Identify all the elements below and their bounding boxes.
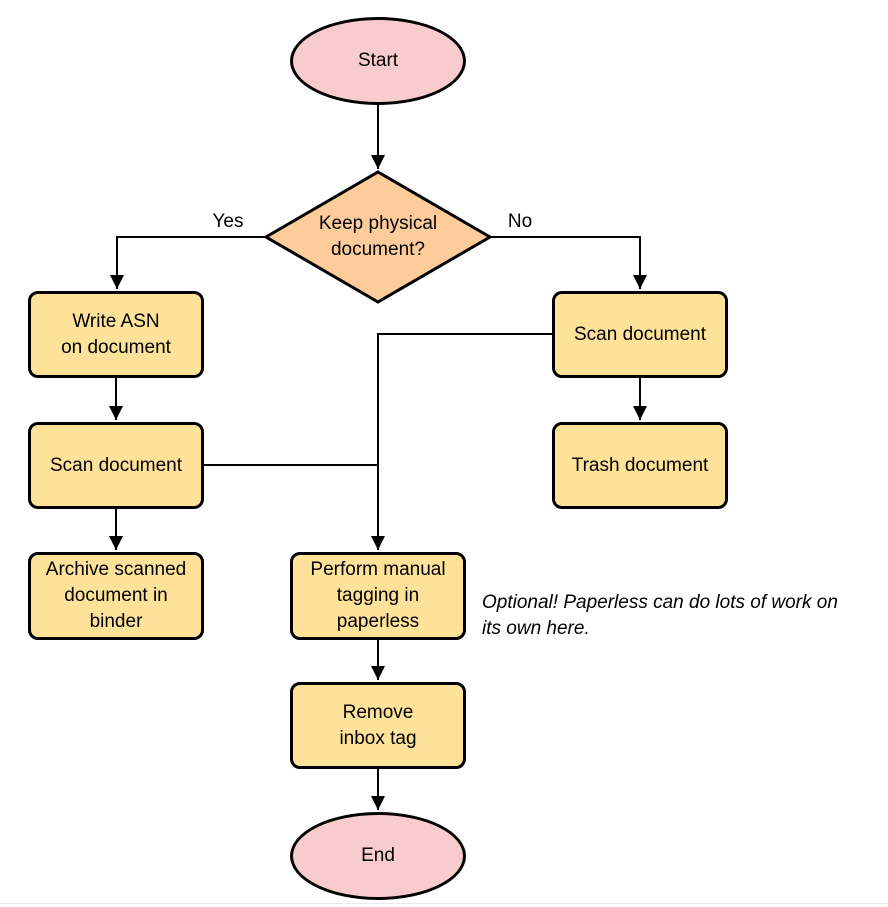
node-manual-tagging: Perform manual tagging in paperless	[290, 552, 466, 640]
edge-label-yes: Yes	[212, 211, 244, 232]
edge-label-no: No	[507, 211, 533, 232]
node-remove-inbox-tag: Remove inbox tag	[290, 682, 466, 769]
node-start: Start	[290, 17, 466, 105]
node-scan-document-right: Scan document	[552, 291, 728, 378]
node-archive-binder: Archive scanned document in binder	[28, 552, 204, 640]
annotation-optional-note: Optional! Paperless can do lots of work …	[482, 592, 838, 639]
node-write-asn: Write ASN on document	[28, 291, 204, 378]
edge-decision-yes-to-write-asn	[110, 236, 265, 289]
edge-decision-no-to-scan-right	[491, 236, 647, 289]
node-end: End	[290, 812, 466, 900]
node-decision-label: Keep physical document?	[318, 213, 438, 260]
node-trash-document: Trash document	[552, 422, 728, 509]
edge-scan-right-to-tagging	[371, 333, 552, 550]
decision-diamond-shape	[263, 170, 493, 304]
node-scan-document-left: Scan document	[28, 422, 204, 509]
page-boundary-line	[0, 903, 888, 904]
